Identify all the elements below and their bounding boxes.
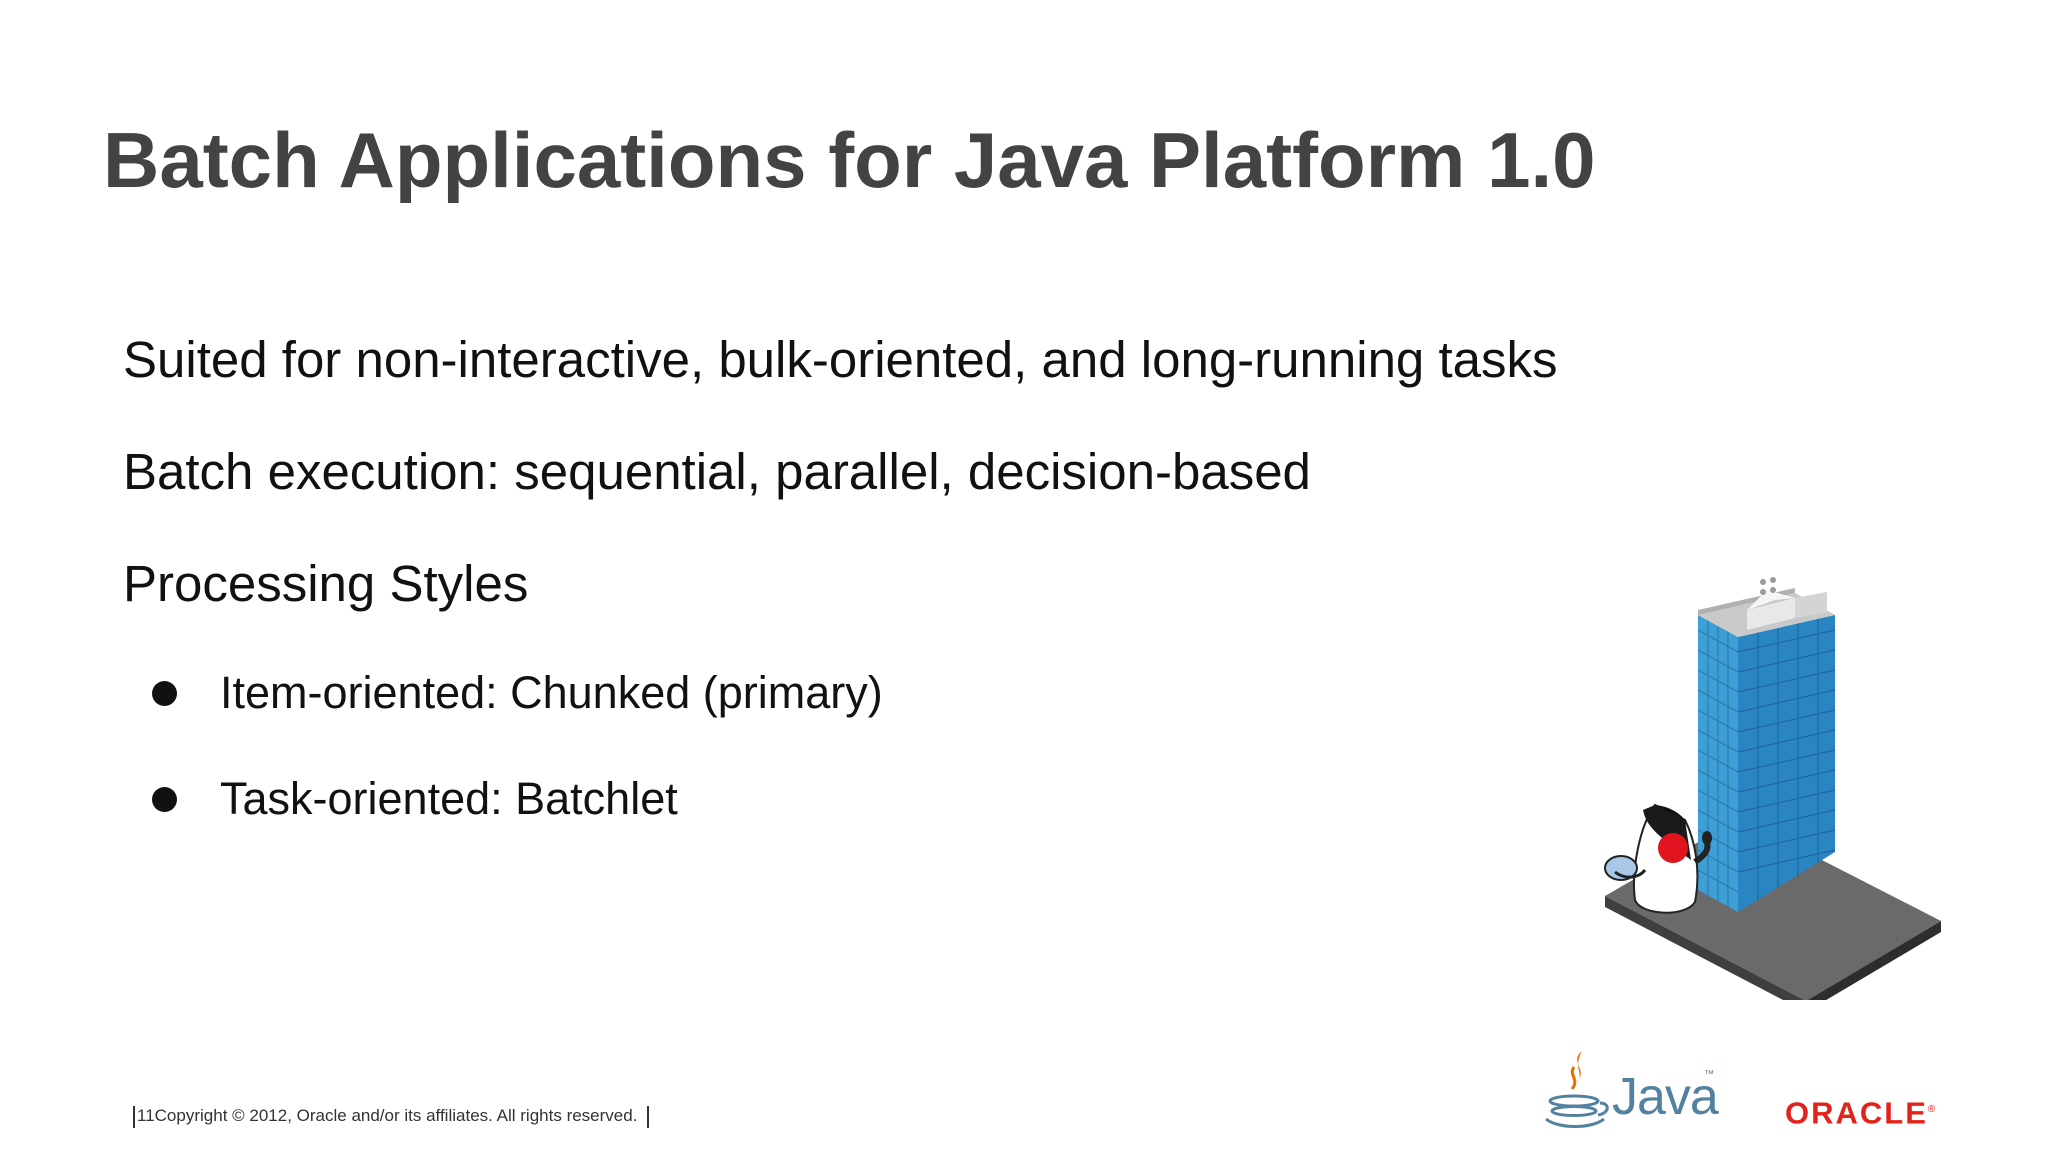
oracle-wordmark: ORACLE	[1785, 1095, 1928, 1131]
bullet-dot-icon	[152, 681, 177, 706]
java-trademark: ™	[1704, 1069, 1714, 1080]
sub-bullet-2-text: Task-oriented: Batchlet	[220, 773, 678, 824]
oracle-logo: ORACLE®	[1785, 1090, 1937, 1133]
oracle-registered-mark: ®	[1927, 1104, 1938, 1115]
bullet-3: Processing Styles	[123, 555, 529, 612]
java-cup-icon	[1545, 1051, 1609, 1128]
slide-footer: 11Copyright © 2012, Oracle and/or its af…	[133, 1103, 650, 1129]
footer-divider-right	[647, 1105, 650, 1128]
bullet-2: Batch execution: sequential, parallel, d…	[123, 443, 1311, 500]
java-logo: Java ™	[1538, 1045, 1719, 1135]
bullet-dot-icon	[152, 787, 177, 812]
java-wordmark: Java	[1612, 1068, 1719, 1126]
duke-mascot-with-office-building-icon	[1604, 577, 1941, 1000]
slide-title: Batch Applications for Java Platform 1.0	[103, 116, 1596, 204]
copyright-text: Copyright © 2012, Oracle and/or its affi…	[154, 1106, 638, 1125]
page-number: 11	[137, 1106, 155, 1125]
sub-bullet-1-text: Item-oriented: Chunked (primary)	[220, 667, 883, 718]
bullet-1: Suited for non-interactive, bulk-oriente…	[123, 331, 1558, 388]
footer-divider-left	[133, 1105, 135, 1128]
